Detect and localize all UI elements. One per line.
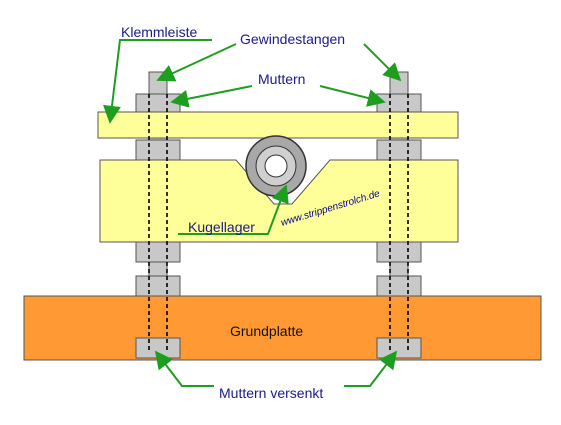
base-plate <box>23 295 542 361</box>
label-muttern-versenkt: Muttern versenkt <box>219 385 323 401</box>
arrow-nut-right <box>319 85 386 107</box>
ball-bearing <box>245 135 307 197</box>
pointer-arrows <box>103 39 402 387</box>
label-gewindestangen: Gewindestangen <box>240 31 345 47</box>
clamp-bar <box>97 111 459 139</box>
arrow-bearing <box>178 184 289 235</box>
arrow-countersunk-right <box>344 350 398 387</box>
label-kugellager: Kugellager <box>188 219 255 235</box>
arrow-rod-right <box>363 43 402 82</box>
arrow-rod-left <box>156 43 237 82</box>
label-muttern: Muttern <box>258 71 305 87</box>
label-grundplatte: Grundplatte <box>230 323 303 339</box>
label-klemmleiste: Klemmleiste <box>121 24 197 40</box>
arrow-clamp-bar <box>103 39 212 124</box>
arrow-nut-left <box>170 85 253 108</box>
hidden-rod-lines <box>148 94 409 352</box>
arrow-countersunk-left <box>154 350 214 387</box>
